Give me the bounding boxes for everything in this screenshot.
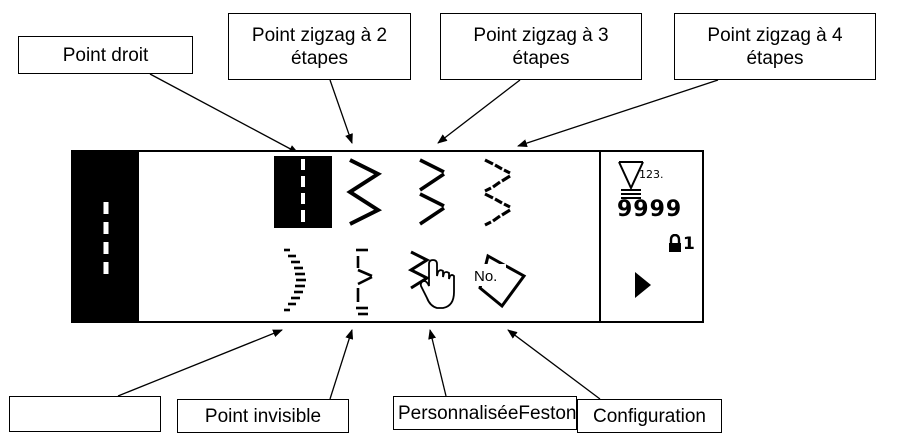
leader-configuration: [507, 329, 601, 400]
lock-count: 1: [683, 234, 695, 254]
leader-straight: [149, 73, 299, 154]
leader-blank: [117, 329, 283, 397]
selected-stitch-display: [73, 152, 139, 321]
counter-badge: 123.: [639, 168, 664, 181]
callout-zigzag-2-step: Point zigzag à 2 étapes: [228, 13, 411, 80]
leader-invisible: [329, 329, 354, 400]
zigzag-3-step-icon[interactable]: [412, 156, 452, 228]
invisible-stitch-icon[interactable]: [350, 246, 384, 318]
blind-stitch-icon[interactable]: [278, 246, 312, 318]
counter-icon: 123.: [618, 161, 664, 199]
straight-stitch-icon[interactable]: [274, 156, 332, 228]
straight-stitch-vertical-icon: [103, 202, 109, 274]
zigzag-4-step-icon[interactable]: [477, 156, 517, 228]
callout-straight-stitch: Point droit: [18, 36, 193, 74]
stitch-selection-screen: No. 123. 9999 1: [71, 150, 704, 323]
callout-blank: [9, 396, 161, 432]
play-arrow-icon[interactable]: [633, 270, 653, 300]
callout-zigzag-3-step: Point zigzag à 3 étapes: [440, 13, 642, 80]
zigzag-2-step-icon[interactable]: [344, 156, 384, 228]
callout-zigzag-4-step: Point zigzag à 4 étapes: [674, 13, 876, 80]
leader-zigzag2: [329, 79, 353, 144]
leader-zigzag3: [437, 79, 521, 144]
leader-zigzag4: [517, 79, 719, 147]
leader-custom: [428, 329, 447, 397]
number-label: No.: [474, 268, 498, 285]
number-config-icon[interactable]: [474, 252, 530, 312]
callout-custom-scallop: PersonnaliséeFeston: [393, 396, 577, 430]
hand-pointer-stitch-icon[interactable]: [407, 250, 457, 314]
lock-icon[interactable]: [667, 234, 683, 254]
side-info-panel: 123. 9999 1: [599, 152, 706, 321]
callout-invisible-stitch: Point invisible: [177, 399, 349, 433]
callout-configuration: Configuration: [577, 399, 722, 433]
stitch-counter: 9999: [617, 197, 683, 222]
